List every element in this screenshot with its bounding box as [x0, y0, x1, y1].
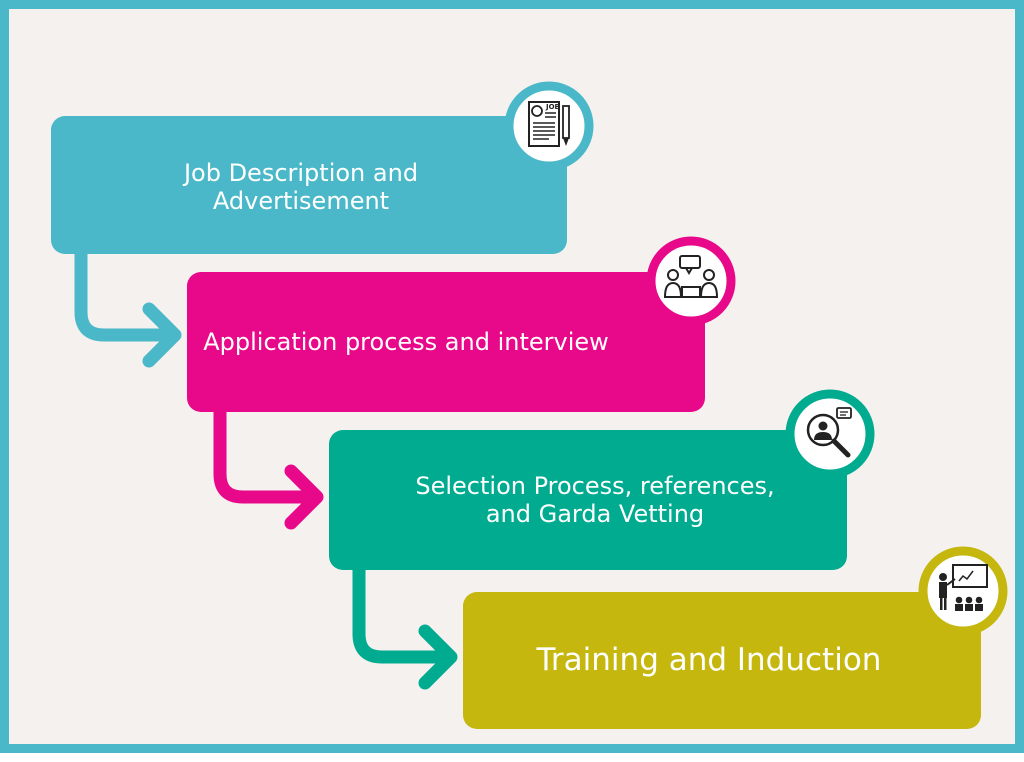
- step-3-selection: Selection Process, references, and Garda…: [329, 430, 847, 570]
- interview-conversation-icon: [646, 236, 736, 326]
- step-2-label: Application process and interview: [203, 327, 609, 356]
- step-4-training: Training and Induction: [463, 592, 981, 729]
- step-3-label: Selection Process, references, and Garda…: [415, 471, 775, 528]
- step-1-label: Job Description and Advertisement: [183, 158, 419, 215]
- step-4-label: Training and Induction: [536, 642, 882, 679]
- job-document-icon: JOB: [504, 81, 594, 171]
- training-presentation-icon: [918, 546, 1008, 636]
- connector-arrow-2: [213, 400, 324, 530]
- magnifier-person-icon: [785, 389, 875, 479]
- step-2-application: Application process and interview: [187, 272, 705, 412]
- connector-arrow-1: [74, 242, 182, 368]
- job-text: JOB: [545, 103, 560, 111]
- connector-arrow-3: [352, 558, 458, 690]
- step-1-job-description: Job Description and Advertisement: [51, 116, 567, 254]
